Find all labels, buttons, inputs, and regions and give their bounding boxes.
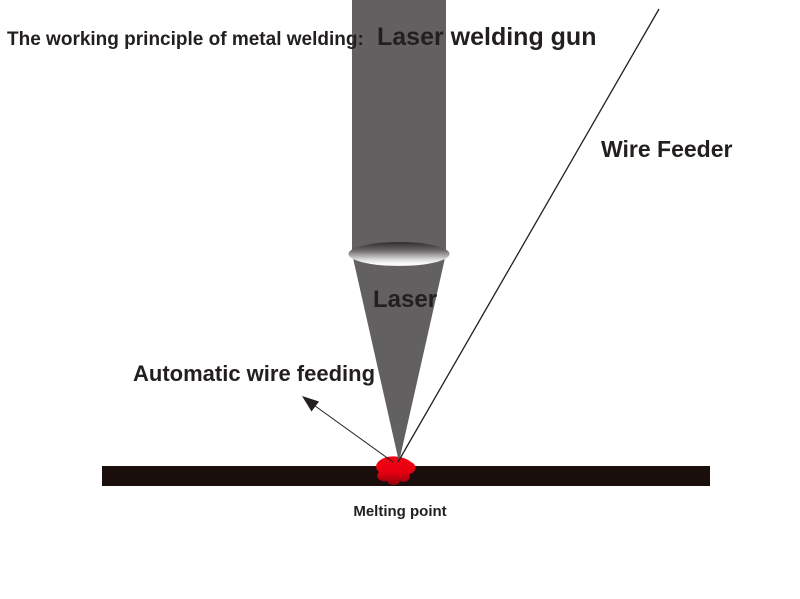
laser-welding-gun-label: Laser welding gun [377,23,597,51]
gun-barrel [352,0,446,252]
feed-arrowhead-icon [302,396,319,412]
melt-blob [376,456,416,486]
focus-lens [348,242,450,266]
wire-feeder-label: Wire Feeder [601,136,733,162]
automatic-wire-feeding-label: Automatic wire feeding [133,361,376,386]
laser-label: Laser [373,286,438,313]
diagram-title: The working principle of metal welding: [7,29,364,50]
laser-beam-cone [353,258,445,462]
feed-arrow-line [310,402,394,463]
melting-point-label: Melting point [353,503,447,520]
wire-feeder-line [397,8,660,463]
